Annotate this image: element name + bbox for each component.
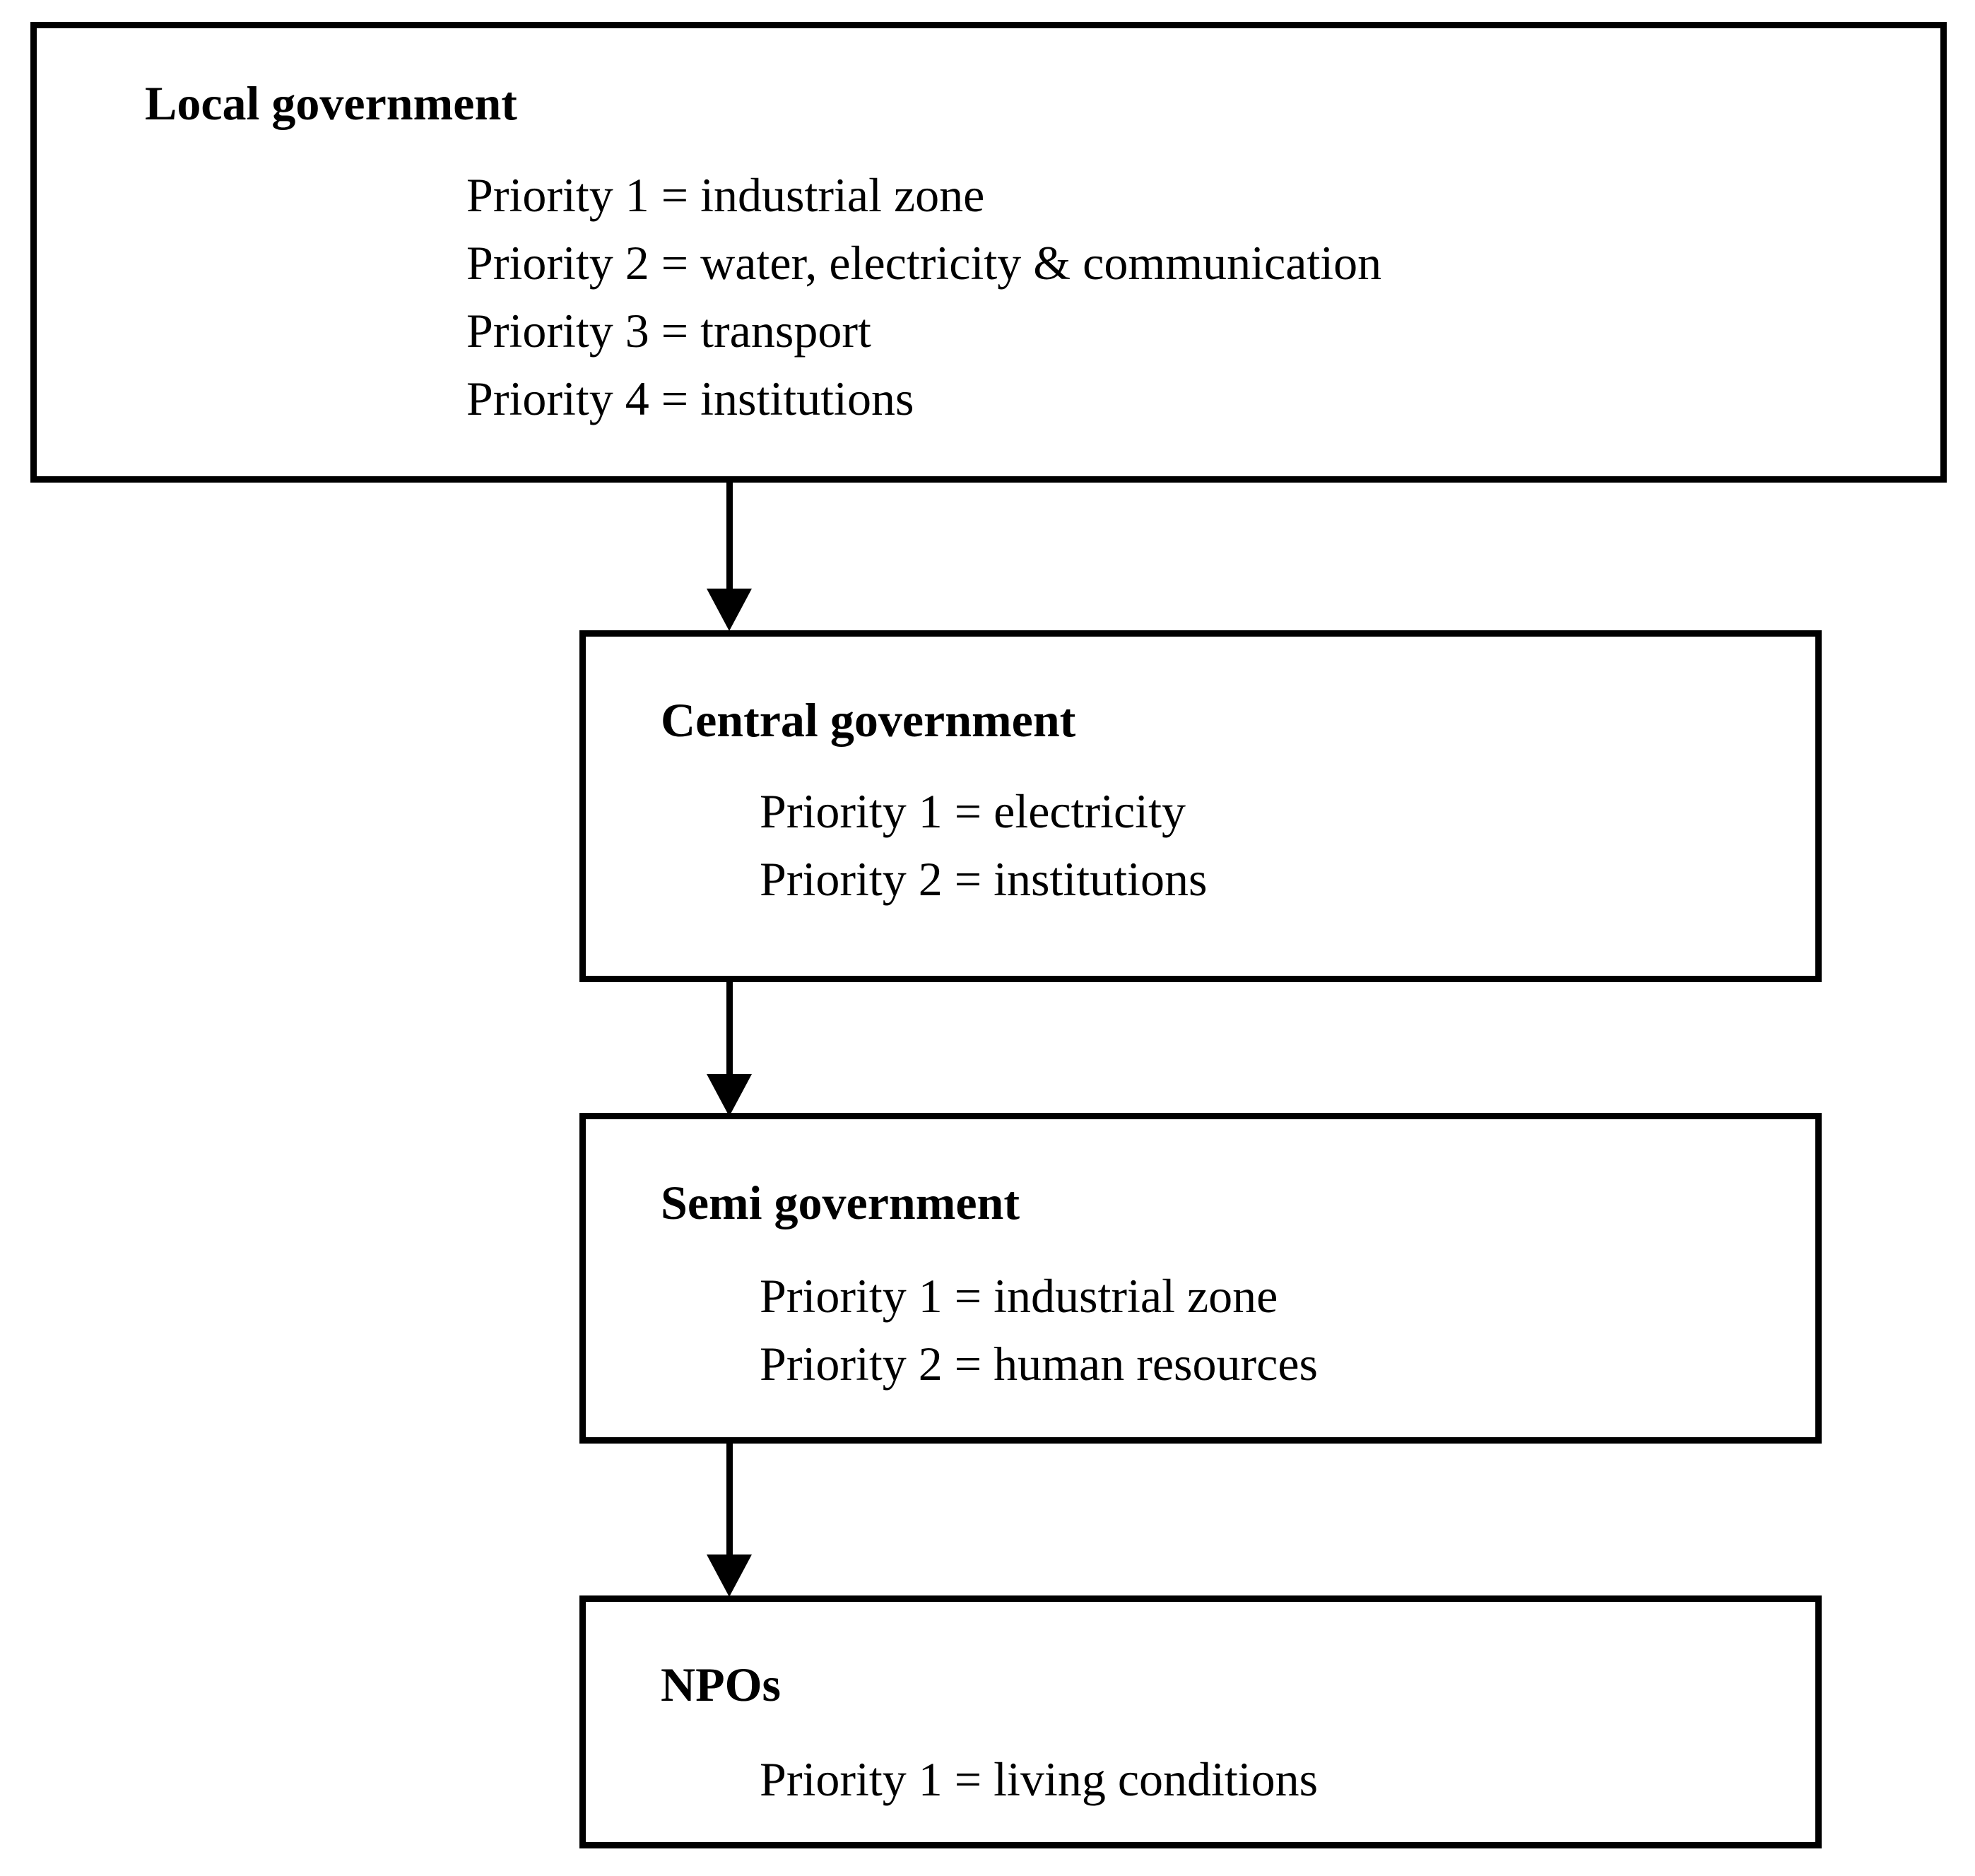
priority-list-central-government: Priority 1 = electricity Priority 2 = in… [760,777,1207,913]
flow-arrow-central-to-semi [707,979,752,1118]
flow-arrow-local-to-central [707,483,752,633]
priority-item: Priority 2 = human resources [760,1337,1318,1391]
node-title-npos: NPOs [661,1658,781,1711]
node-box-npos [579,1595,1822,1848]
arrow-shaft [726,1440,733,1558]
priority-item: Priority 3 = transport [466,304,871,358]
arrow-shaft [726,979,733,1078]
priority-list-semi-government: Priority 1 = industrial zone Priority 2 … [760,1262,1318,1398]
priority-item: Priority 1 = industrial zone [466,168,985,222]
priority-item: Priority 2 = institutions [760,852,1208,906]
priority-item: Priority 1 = industrial zone [760,1269,1278,1323]
node-title-central-government: Central government [661,693,1076,747]
node-title-semi-government: Semi government [661,1176,1020,1229]
flow-arrow-semi-to-npos [707,1440,752,1598]
node-title-local-government: Local government [145,76,517,130]
priority-list-npos: Priority 1 = living conditions [760,1745,1318,1813]
node-box-central-government [579,630,1822,982]
priority-item: Priority 1 = living conditions [760,1752,1319,1806]
node-box-local-government [30,22,1947,483]
arrow-head-down-icon [707,589,752,631]
priority-item: Priority 4 = institutions [466,372,914,425]
arrow-head-down-icon [707,1074,752,1116]
priority-item: Priority 2 = water, electricity & commun… [466,236,1382,290]
arrow-head-down-icon [707,1555,752,1597]
priority-list-local-government: Priority 1 = industrial zone Priority 2 … [466,161,1381,432]
arrow-shaft [726,483,733,592]
priority-item: Priority 1 = electricity [760,784,1186,838]
node-box-semi-government [579,1113,1822,1444]
